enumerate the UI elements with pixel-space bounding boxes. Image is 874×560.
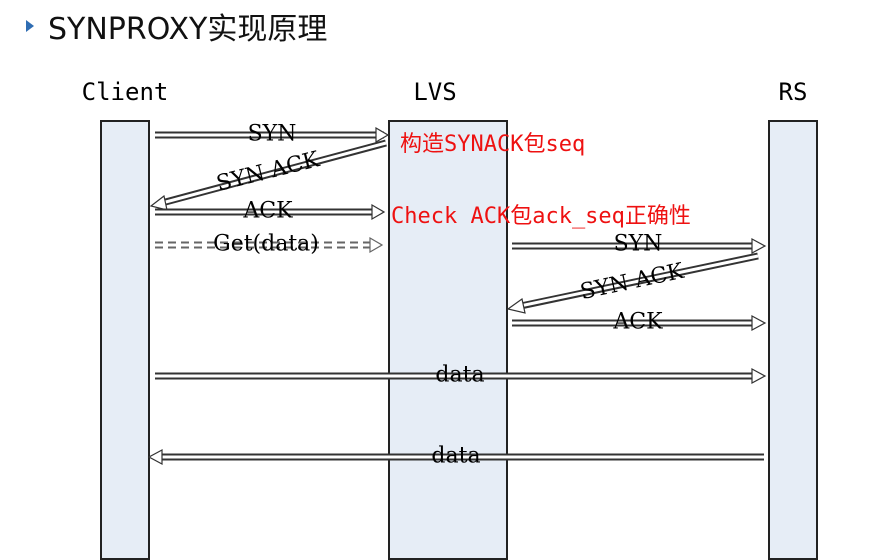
lvs-label: LVS xyxy=(413,78,457,106)
msg-data-back: data xyxy=(431,443,481,469)
rs-label: RS xyxy=(778,78,808,106)
arrow-syn-lvs-rs xyxy=(512,237,767,255)
msg-syn-client-lvs: SYN xyxy=(247,121,297,147)
lvs-lifeline xyxy=(388,120,508,560)
rs-lifeline xyxy=(768,120,818,560)
note-check-ack-seq: Check ACK包ack_seq正确性 xyxy=(391,204,691,229)
msg-ack-lvs-rs: ACK xyxy=(613,309,663,335)
msg-syn-lvs-rs: SYN xyxy=(613,231,663,257)
arrow-ack-client-lvs xyxy=(155,203,386,221)
msg-data-forward: data xyxy=(435,362,485,388)
arrow-get-data-client-lvs xyxy=(155,236,384,254)
arrow-ack-lvs-rs xyxy=(512,314,767,332)
client-label: Client xyxy=(81,78,169,106)
arrow-data-client-rs xyxy=(155,367,767,385)
msg-ack-client-lvs: ACK xyxy=(243,198,293,224)
arrow-synack-rs-lvs xyxy=(506,252,759,314)
client-lifeline xyxy=(100,120,150,560)
slide-title: SYNPROXY实现原理 xyxy=(26,4,327,48)
arrow-syn-client-lvs xyxy=(155,126,390,144)
arrow-data-rs-client xyxy=(147,448,764,466)
note-construct-synack-seq: 构造SYNACK包seq xyxy=(400,132,586,157)
slide-title-text: SYNPROXY实现原理 xyxy=(48,12,328,47)
arrow-synack-lvs-client xyxy=(149,139,387,211)
msg-get-data: Get(data) xyxy=(213,231,319,257)
bullet-triangle-icon xyxy=(26,20,34,32)
